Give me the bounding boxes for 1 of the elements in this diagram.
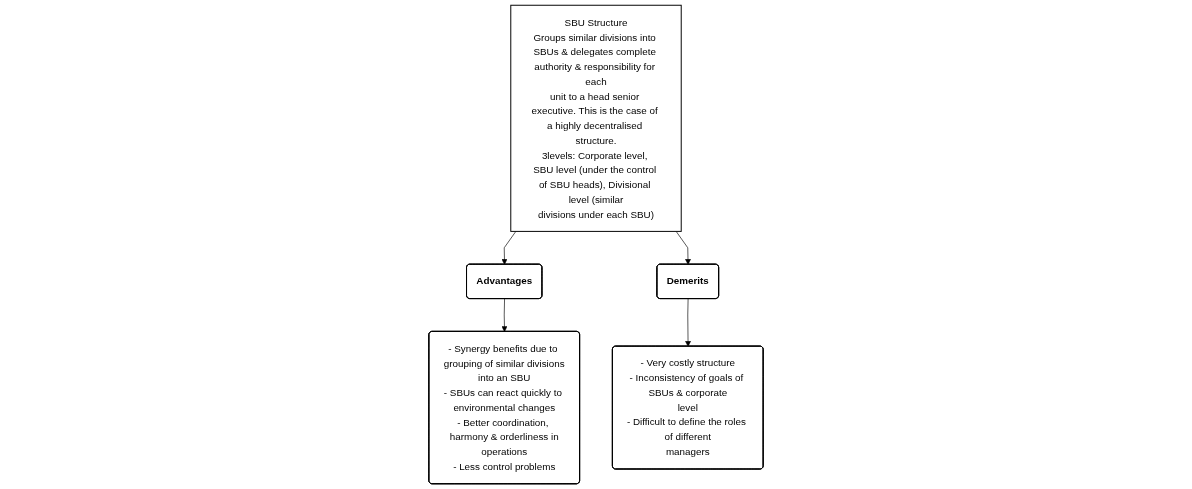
node-box (510, 4, 682, 232)
